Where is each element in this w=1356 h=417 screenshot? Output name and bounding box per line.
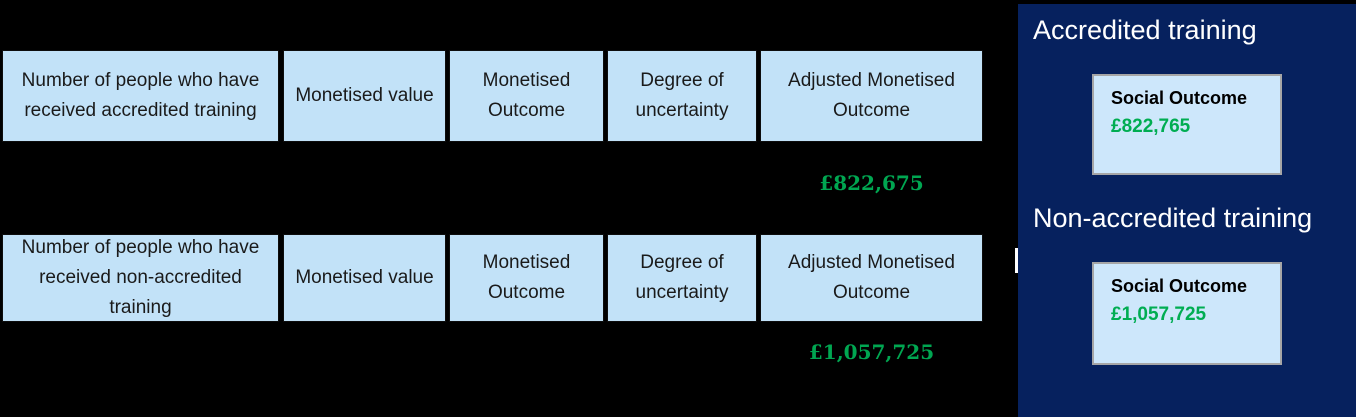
table-cell-adjusted-monetised-outcome: Adjusted Monetised Outcome: [760, 50, 983, 142]
summary-panel: Accredited training Social Outcome £822,…: [1018, 4, 1356, 417]
social-outcome-value-nonaccredited: £1,057,725: [1111, 304, 1207, 325]
section-title-nonaccredited: Non-accredited training: [1033, 203, 1313, 233]
table-cell-accredited-people: Number of people who have received accre…: [2, 50, 279, 142]
adjusted-outcome-value-nonaccredited: £1,057,725: [808, 340, 935, 364]
table-cell-adjusted-monetised-outcome: Adjusted Monetised Outcome: [760, 234, 983, 322]
social-outcome-card-accredited: Social Outcome £822,765: [1092, 74, 1282, 175]
table-cell-monetised-value: Monetised value: [283, 50, 446, 142]
table-cell-monetised-value: Monetised value: [283, 234, 446, 322]
connector-stub: [1015, 248, 1019, 273]
social-outcome-label: Social Outcome: [1111, 88, 1248, 108]
social-outcome-value-accredited: £822,765: [1111, 116, 1191, 137]
adjusted-outcome-value-accredited: £822,675: [819, 171, 924, 195]
table-cell-degree-uncertainty: Degree of uncertainty: [607, 234, 757, 322]
table-cell-nonaccredited-people: Number of people who have received non-a…: [2, 234, 279, 322]
social-outcome-card-nonaccredited: Social Outcome £1,057,725: [1092, 262, 1282, 365]
table-cell-monetised-outcome: Monetised Outcome: [449, 234, 604, 322]
social-outcome-label: Social Outcome: [1111, 276, 1248, 296]
section-title-accredited: Accredited training: [1033, 15, 1257, 45]
table-cell-degree-uncertainty: Degree of uncertainty: [607, 50, 757, 142]
table-cell-monetised-outcome: Monetised Outcome: [449, 50, 604, 142]
